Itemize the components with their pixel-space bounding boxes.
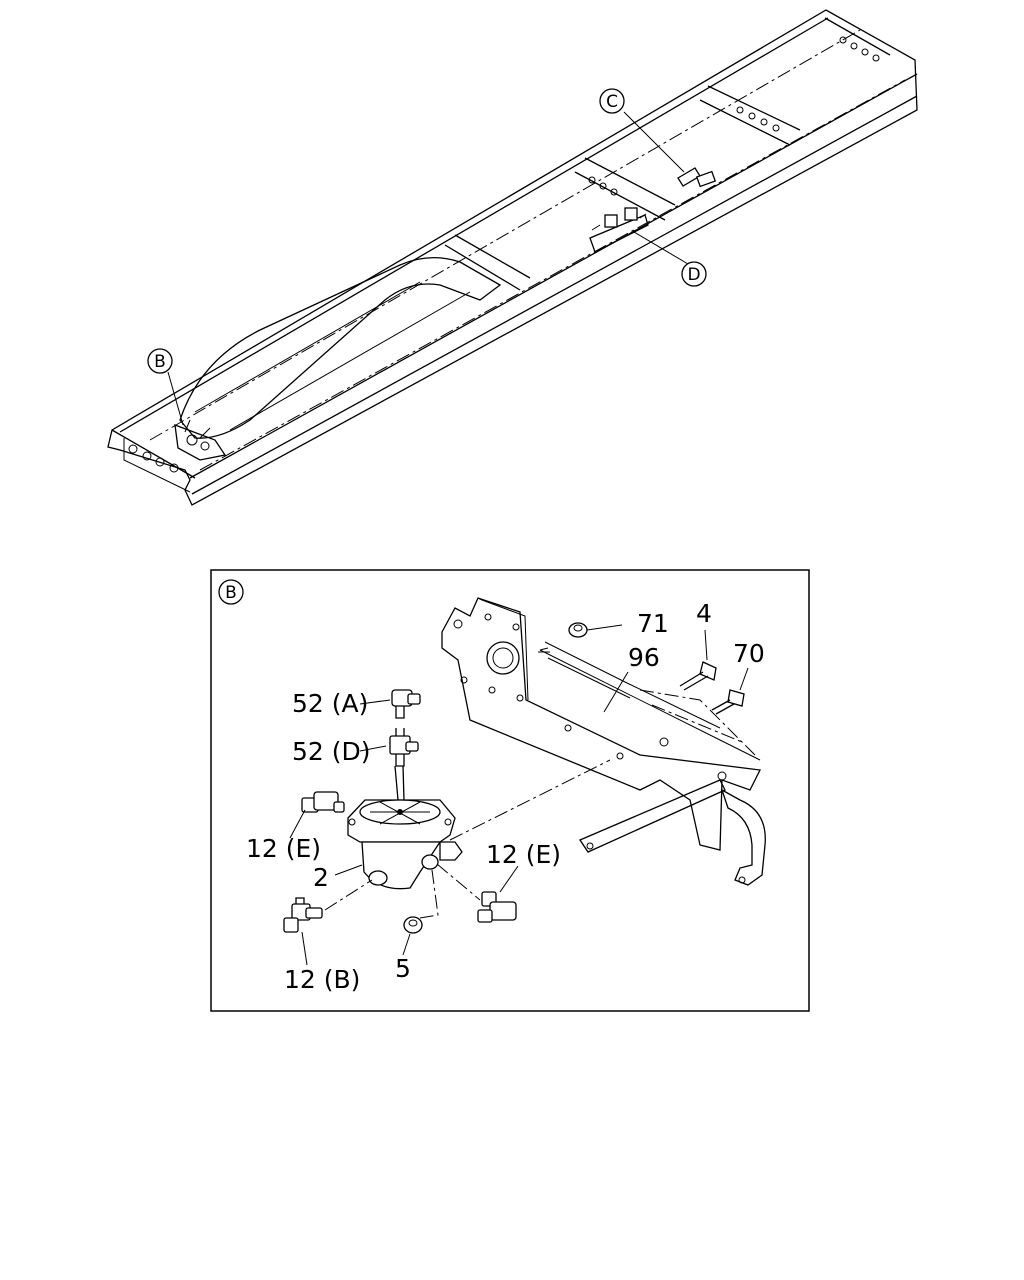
svg-text:B: B <box>154 352 166 372</box>
svg-text:D: D <box>687 265 700 285</box>
bolt-70 <box>711 689 745 715</box>
callout-52d: 52 (D) <box>292 737 371 766</box>
svg-text:C: C <box>606 92 618 112</box>
valve-cluster-c <box>677 167 717 188</box>
bolt-4 <box>679 661 717 691</box>
fitting-52d <box>389 728 419 767</box>
fitting-12e-right <box>477 891 517 923</box>
callout-12e-right: 12 (E) <box>486 840 561 869</box>
marker-c[interactable]: C <box>599 88 625 114</box>
marker-b[interactable]: B <box>147 348 173 374</box>
callout-4: 4 <box>696 599 712 628</box>
detail-badge: B <box>218 579 244 605</box>
chassis-frame-overview: B C D <box>107 9 918 506</box>
detail-view-b: B <box>210 569 810 1012</box>
mounting-bracket <box>441 597 766 886</box>
callout-5: 5 <box>395 954 411 983</box>
callout-52a: 52 (A) <box>292 689 368 718</box>
detail-frame <box>210 569 810 1012</box>
fitting-12e-left <box>301 791 345 813</box>
nut-71 <box>568 622 588 638</box>
callout-96: 96 <box>628 643 660 672</box>
callout-71: 71 <box>637 609 669 638</box>
valve-cluster-b <box>174 419 227 461</box>
callout-12e-left: 12 (E) <box>246 834 321 863</box>
relay-valve-2 <box>347 765 463 890</box>
nut-5 <box>403 916 423 934</box>
fitting-52a <box>391 689 421 719</box>
svg-text:B: B <box>225 583 237 603</box>
callout-12b: 12 (B) <box>284 965 360 994</box>
fitting-12b <box>283 897 323 933</box>
marker-d[interactable]: D <box>681 261 707 287</box>
callout-2: 2 <box>313 863 329 892</box>
valve-cluster-d <box>589 207 649 253</box>
callout-70: 70 <box>733 639 765 668</box>
